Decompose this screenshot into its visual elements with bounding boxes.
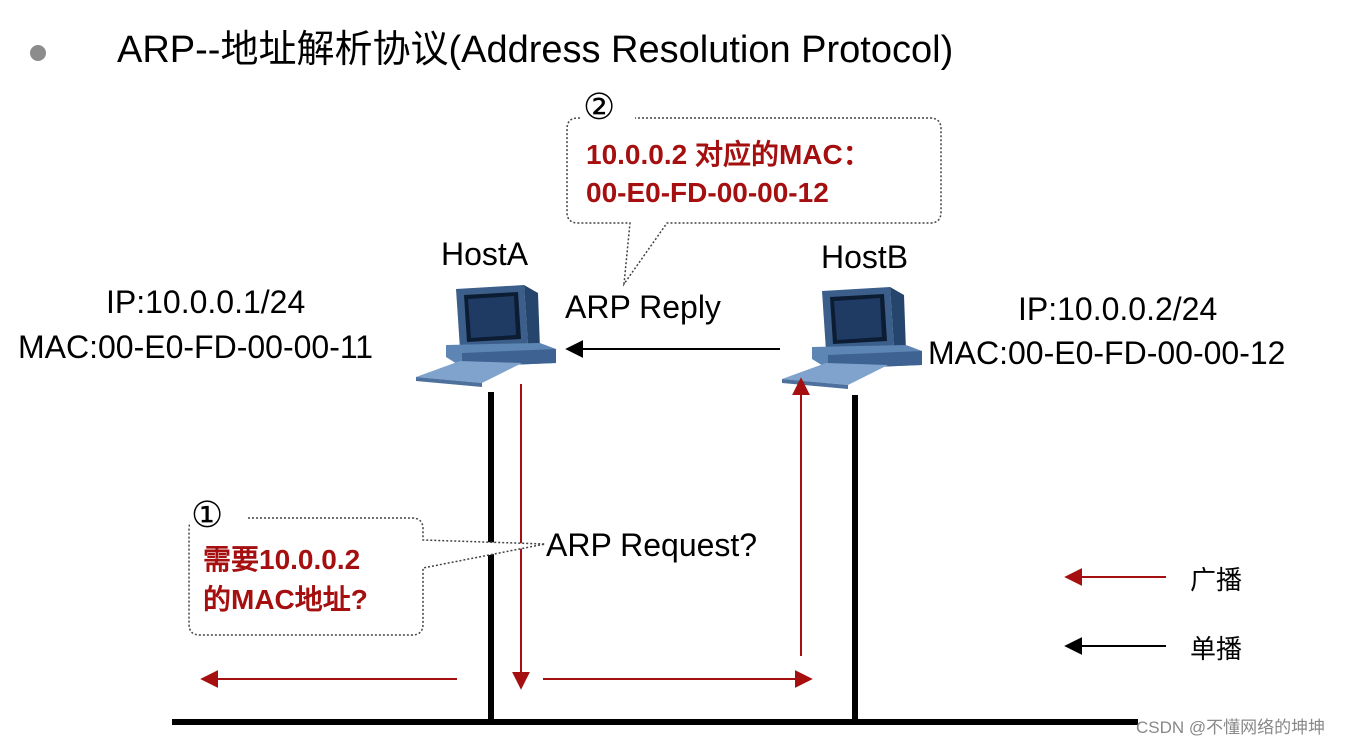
legend-broadcast-label: 广播 [1190,565,1242,595]
callout-2-line1: 10.0.0.2 对应的MAC： [586,138,871,170]
callout-1-number: ① [191,494,223,535]
arp-request-label: ARP Request? [546,527,757,563]
host-a-mac: MAC:00-E0-FD-00-00-11 [18,329,373,365]
arp-reply-label: ARP Reply [565,289,721,325]
host-a-name: HostA [441,236,529,272]
legend-unicast-label: 单播 [1190,634,1242,664]
host-b-mac: MAC:00-E0-FD-00-00-12 [928,335,1285,371]
callout-2-number: ② [583,86,615,127]
callout-2-bubble [566,117,942,287]
callout-1-line2: 的MAC地址? [203,583,368,615]
bullet-icon [30,45,46,61]
callout-1-bubble [188,517,546,636]
host-b-ip: IP:10.0.0.2/24 [1018,291,1217,327]
host-a-ip: IP:10.0.0.1/24 [106,284,305,320]
host-b-name: HostB [821,239,908,275]
page-title: ARP--地址解析协议(Address Resolution Protocol) [117,29,953,71]
callout-1-line1: 需要10.0.0.2 [203,544,360,575]
callout-2-line2: 00-E0-FD-00-00-12 [586,177,829,208]
host-a-computer-icon [416,285,556,387]
watermark: CSDN @不懂网络的坤坤 [1136,718,1325,737]
host-b-computer-icon [782,287,922,389]
